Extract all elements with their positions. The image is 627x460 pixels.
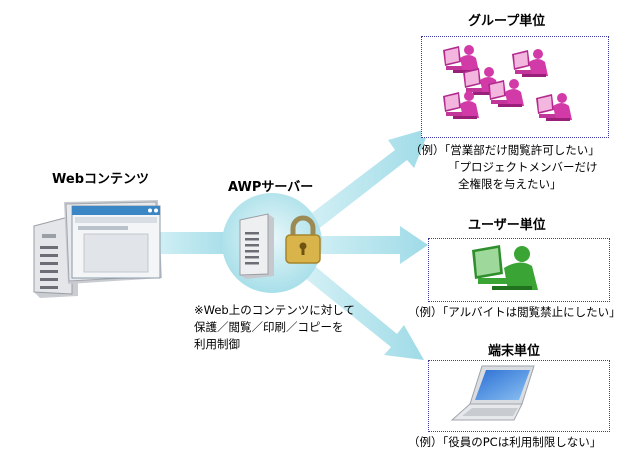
server-note: ※Web上のコンテンツに対して 保護／閲覧／印刷／コピーを 利用制御 [194,302,355,353]
browser-window-icon [71,205,161,279]
group-example-line: 「プロジェクトメンバーだけ [448,160,598,174]
user-example-line: （例）「アルバイトは閲覧禁止にしたい」 [408,305,621,319]
device-unit-title: 端末単位 [488,344,541,359]
server-note-line: 利用制御 [194,337,240,351]
user-at-pc-icon [512,49,548,77]
laptop-icon [450,365,535,421]
group-example: （例）「営業部だけ閲覧許可したい」 「プロジェクトメンバーだけ 全権限を与えたい… [410,142,600,193]
group-example-line: 全権限を与えたい」 [458,177,562,191]
arrow-to-server [150,232,240,254]
server-tower-icon [239,213,274,279]
user-at-pc-icon [488,79,524,107]
server-note-line: 保護／閲覧／印刷／コピーを [194,320,344,334]
arrow-to-group [300,128,430,234]
group-example-line: （例）「営業部だけ閲覧許可したい」 [410,143,600,157]
user-at-pc-icon [443,91,479,119]
user-at-pc-icon [536,93,572,121]
device-example: （例）「役員のPCは利用制限しない」 [408,434,601,451]
arrow-to-device [300,262,424,360]
web-contents-title: Webコンテンツ [52,172,149,187]
user-at-pc-icon [472,245,538,290]
server-note-line: ※Web上のコンテンツに対して [194,303,355,317]
user-at-pc-icon [443,45,479,73]
device-example-line: （例）「役員のPCは利用制限しない」 [408,435,602,449]
arrow-to-user [300,226,428,264]
user-unit-title: ユーザー単位 [468,218,546,233]
group-unit-title: グループ単位 [468,14,546,29]
padlock-icon [285,215,321,264]
awp-server-title: AWPサーバー [228,180,314,195]
user-example: （例）「アルバイトは閲覧禁止にしたい」 [408,304,621,321]
